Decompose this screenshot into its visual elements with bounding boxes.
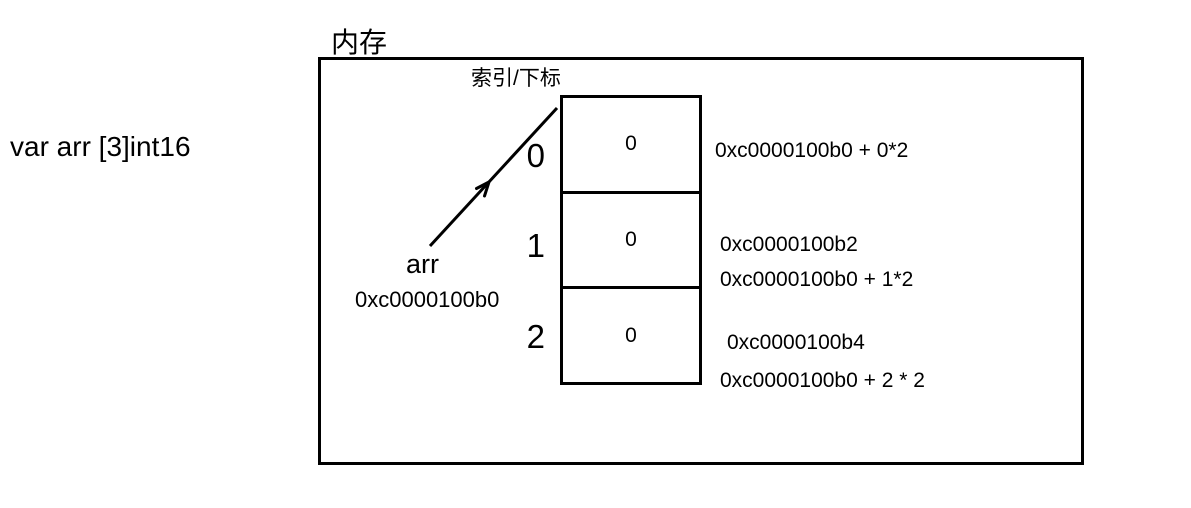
array-cell-0: 0 (563, 98, 699, 191)
index-header-label: 索引/下标 (471, 67, 561, 90)
array-cell-2: 0 (563, 286, 699, 382)
cell-index-0: 0 (526, 137, 545, 174)
cell-value-1: 0 (625, 228, 637, 251)
cell-2-address: 0xc0000100b4 (727, 331, 865, 354)
array-declaration-text: var arr [3]int16 (10, 131, 191, 162)
array-variable-label: arr (406, 249, 439, 279)
cell-index-2: 2 (526, 318, 545, 355)
cell-value-0: 0 (625, 132, 637, 156)
array-base-address: 0xc0000100b0 (355, 287, 500, 312)
cell-2-address-formula: 0xc0000100b0 + 2 * 2 (720, 369, 925, 392)
cell-index-1: 1 (526, 227, 545, 264)
array-cell-stack: 0 0 0 (560, 95, 702, 385)
cell-value-2: 0 (625, 323, 637, 347)
cell-1-address-formula: 0xc0000100b0 + 1*2 (720, 268, 914, 291)
cell-0-address-formula: 0xc0000100b0 + 0*2 (715, 139, 909, 162)
array-cell-1: 0 (563, 190, 699, 287)
memory-box-title: 内存 (331, 27, 388, 58)
cell-1-address: 0xc0000100b2 (720, 233, 858, 256)
